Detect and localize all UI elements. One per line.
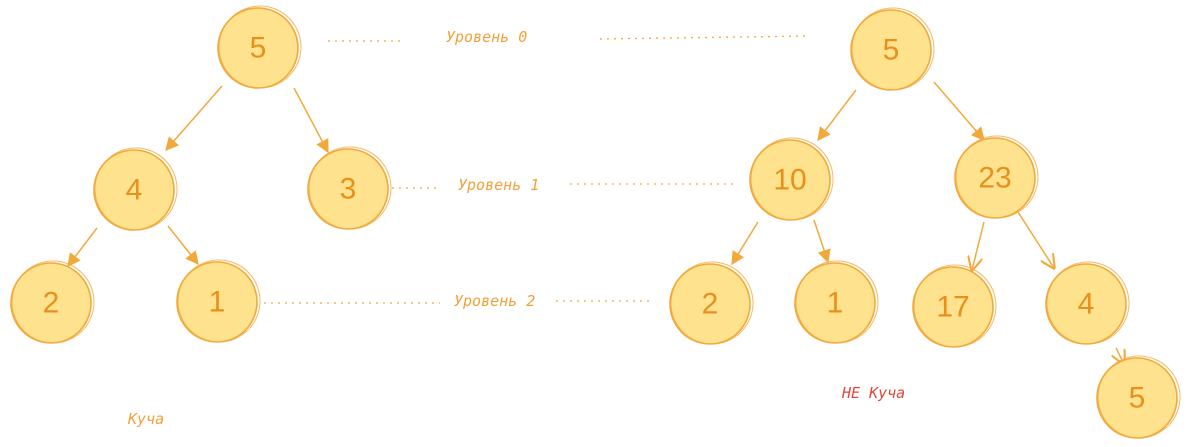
notheap-node-l2-a: 2 <box>669 261 754 345</box>
heap-node-root: 5 <box>217 5 302 89</box>
caption-heap: Куча <box>127 410 164 428</box>
notheap-node-root: 5 <box>850 7 935 91</box>
heap-node-l2-left: 2 <box>10 260 95 344</box>
notheap-node-l2-d: 4 <box>1045 261 1130 345</box>
svg-text:17: 17 <box>936 291 969 324</box>
svg-text:3: 3 <box>340 173 357 206</box>
svg-text:23: 23 <box>978 162 1011 195</box>
svg-text:10: 10 <box>773 164 806 197</box>
edge-notheap-l1-left <box>731 221 759 266</box>
svg-text:4: 4 <box>1078 288 1095 321</box>
level-label-0: Уровень 0 <box>446 28 527 46</box>
level0-guide-right <box>599 35 811 40</box>
edge-heap-root-right <box>293 87 329 154</box>
svg-text:5: 5 <box>883 34 900 67</box>
svg-text:2: 2 <box>43 287 60 320</box>
svg-text:4: 4 <box>126 174 143 207</box>
svg-text:2: 2 <box>702 288 719 321</box>
level-labels: Уровень 0 Уровень 1 Уровень 2 <box>446 28 539 310</box>
svg-text:1: 1 <box>209 286 226 319</box>
svg-text:5: 5 <box>250 32 267 65</box>
notheap-edges <box>731 81 1124 364</box>
heap-node-l1-left: 4 <box>93 147 178 231</box>
notheap-node-l1-left: 10 <box>749 137 834 221</box>
svg-text:5: 5 <box>1129 382 1146 415</box>
level-label-1: Уровень 1 <box>458 176 539 194</box>
notheap-node-l2-b: 1 <box>794 260 879 344</box>
edge-heap-l1-right <box>167 225 199 266</box>
heap-node-l2-right: 1 <box>176 259 261 343</box>
edge-heap-root-left <box>165 85 223 152</box>
notheap-node-l3: 5 <box>1096 355 1181 439</box>
heap-edges <box>67 85 329 268</box>
svg-text:1: 1 <box>827 287 844 320</box>
edge-notheap-l1-right <box>813 219 831 264</box>
edge-notheap-root-left <box>817 89 857 142</box>
heap-node-l1-right: 3 <box>307 146 392 230</box>
notheap-tree: 5 10 23 2 1 17 4 <box>669 7 1181 439</box>
level-guides <box>264 35 811 304</box>
edge-notheap-23-17 <box>972 221 985 270</box>
edge-notheap-23-4 <box>1017 211 1054 268</box>
edge-heap-l1-left <box>67 227 98 268</box>
level-label-2: Уровень 2 <box>454 292 535 310</box>
edge-notheap-root-right <box>933 81 985 142</box>
notheap-node-l1-right: 23 <box>954 135 1039 219</box>
caption-not-heap: НЕ Куча <box>841 384 905 402</box>
heap-tree: 5 4 3 2 1 <box>10 5 392 344</box>
notheap-node-l2-c: 17 <box>912 264 997 348</box>
